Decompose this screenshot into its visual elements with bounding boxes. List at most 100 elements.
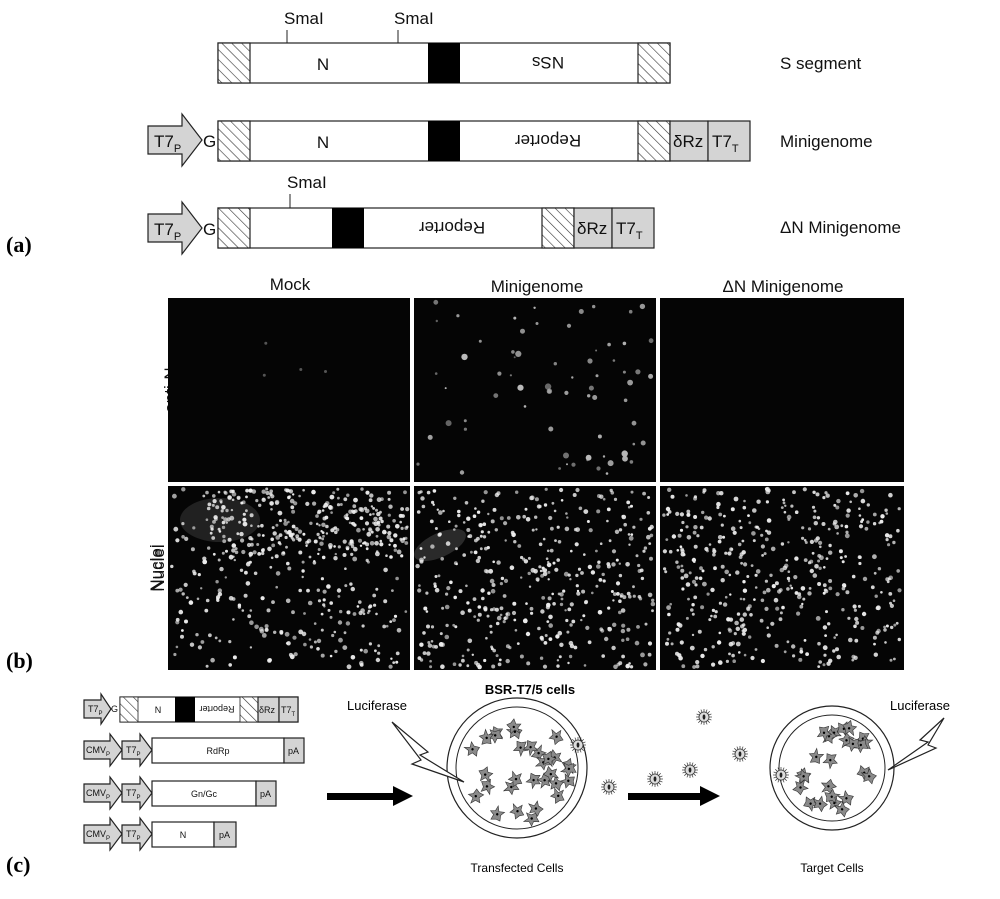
polya-box — [255, 780, 277, 807]
nucleus-dot — [439, 632, 443, 636]
gene-n-label: N — [155, 705, 162, 715]
nucleus-dot — [513, 540, 517, 544]
nucleus-dot — [606, 519, 609, 523]
nucleus-dot — [404, 541, 409, 545]
nucleus-dot — [231, 498, 235, 502]
nucleus-dot — [261, 534, 265, 537]
nucleus-dot — [306, 588, 310, 593]
nucleus-dot — [835, 505, 840, 510]
nucleus-dot — [556, 664, 560, 668]
nucleus-dot — [476, 510, 481, 514]
nucleus-dot — [362, 528, 365, 531]
nucleus-dot — [587, 640, 592, 645]
nucleus-dot — [852, 604, 857, 609]
nucleus-dot — [556, 525, 560, 529]
t7-promoter-label: T7P — [126, 745, 141, 758]
nucleus-dot — [766, 518, 772, 523]
nucleus-dot — [236, 495, 241, 500]
cmv-promoter-arrow — [83, 775, 123, 811]
nucleus-dot — [647, 641, 653, 646]
nucleus-dot — [812, 490, 816, 494]
stained-cell — [566, 323, 572, 328]
nucleus-dot — [437, 574, 441, 578]
nucleus-dot — [724, 569, 729, 575]
nucleus-dot — [885, 624, 889, 628]
stained-cell — [433, 299, 439, 305]
nucleus-dot — [612, 599, 615, 602]
nucleus-dot — [316, 647, 320, 651]
nucleus-dot — [689, 645, 695, 651]
nucleus-dot — [662, 549, 668, 554]
nucleus-dot — [580, 618, 583, 622]
nucleus-dot — [222, 539, 227, 544]
nucleus-dot — [873, 571, 877, 575]
nucleus-dot — [565, 618, 569, 623]
nucleus-dot — [569, 602, 574, 607]
nucleus-dot — [269, 501, 274, 506]
cell — [507, 770, 523, 788]
nucleus-dot — [223, 517, 228, 522]
t7-promoter-arrow — [121, 775, 153, 811]
nucleus-dot — [380, 497, 384, 501]
nucleus-dot — [792, 490, 796, 495]
t7-terminator-box — [707, 120, 751, 162]
nucleus-dot — [556, 659, 560, 662]
nucleus-dot — [524, 507, 528, 511]
nucleus-dot — [629, 665, 634, 669]
stained-cell — [640, 440, 646, 446]
nucleus-dot — [434, 527, 438, 530]
nucleus-dot — [618, 661, 623, 666]
nucleus-dot — [320, 530, 323, 533]
stained-cell — [463, 427, 467, 431]
nucleus-dot — [445, 592, 449, 596]
nucleus-dot — [712, 547, 716, 552]
nucleus-dot — [857, 555, 862, 559]
nucleus-dot — [387, 531, 392, 536]
nucleus-dot — [676, 549, 680, 552]
nucleus-dot — [419, 490, 423, 494]
nucleus-dot — [320, 577, 324, 581]
nucleus-dot — [509, 565, 515, 570]
nucleus-dot — [330, 511, 333, 514]
gene-n-label: N — [317, 55, 329, 74]
nucleus-dot — [282, 551, 286, 555]
reporter-label: Reporter — [199, 704, 234, 714]
nucleus-dot — [468, 534, 473, 539]
nucleus-dot — [720, 578, 725, 583]
nucleus-dot — [358, 538, 362, 543]
nucleus-dot — [353, 497, 358, 503]
nucleus-dot — [778, 588, 783, 592]
nucleus-dot — [739, 526, 743, 530]
nucleus-dot — [583, 553, 586, 556]
nucleus-dot — [245, 495, 248, 499]
cell — [467, 788, 485, 804]
nucleus-dot — [601, 654, 605, 658]
nucleus-dot — [849, 500, 852, 504]
nucleus-dot — [812, 573, 818, 578]
nucleus-dot — [363, 648, 369, 654]
nucleus-dot — [522, 514, 526, 519]
nucleus-dot — [301, 569, 305, 573]
nucleus-dot — [608, 539, 612, 543]
nucleus-dot — [692, 665, 696, 669]
nucleus-dot — [422, 631, 426, 635]
nucleus-dot — [708, 618, 712, 622]
nucleus-dot — [257, 533, 261, 537]
nucleus-dot — [477, 612, 482, 617]
nucleus-dot — [241, 549, 246, 555]
nucleus-dot — [432, 489, 437, 493]
nucleus-dot — [599, 627, 603, 631]
target-caption: Target Cells — [800, 861, 863, 875]
nucleus-dot — [827, 527, 831, 531]
target-cells — [792, 719, 877, 818]
nucleus-dot — [427, 641, 431, 644]
intergenic-region — [428, 121, 460, 161]
nucleus-dot — [693, 525, 698, 530]
nucleus-dot — [210, 527, 214, 531]
nucleus-dot — [643, 546, 648, 550]
nucleus-dot — [630, 490, 634, 494]
nucleus-dot — [220, 509, 224, 513]
nucleus-dot — [670, 494, 675, 499]
stained-cell — [509, 374, 512, 377]
nucleus-dot — [620, 608, 626, 613]
